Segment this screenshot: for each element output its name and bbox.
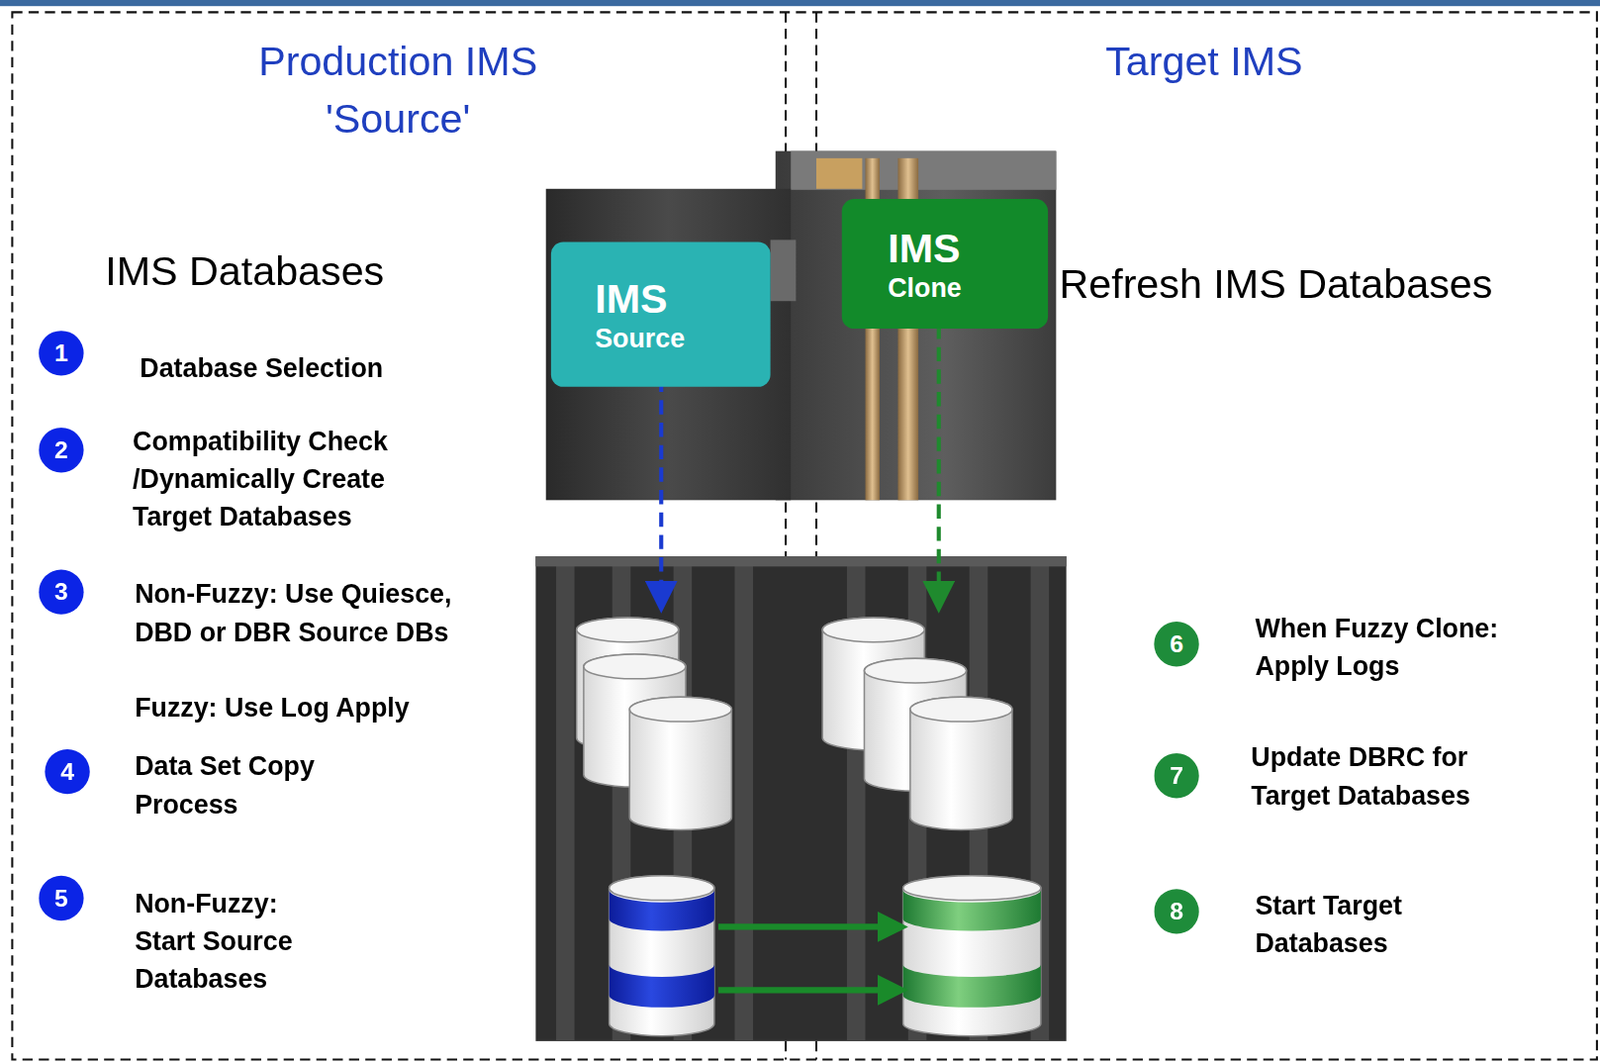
ims-system-box: IMSSource <box>551 241 771 386</box>
step-number-circle: 4 <box>44 749 90 794</box>
callout-number: 4 <box>60 757 75 785</box>
system-role: Clone <box>887 271 961 304</box>
section-heading: IMS Databases <box>104 245 384 297</box>
dashed-frame <box>11 11 1598 1059</box>
top-bar <box>0 0 1600 6</box>
system-role: Source <box>594 321 685 355</box>
step-text: Database Selection <box>139 349 446 387</box>
panel-heading: Production IMS 'Source' <box>193 32 603 148</box>
step-text: Non-Fuzzy: Use Quiesce, DBD or DBR Sourc… <box>134 575 471 652</box>
callout-number: 6 <box>1169 630 1184 658</box>
step-text: Compatibility Check /Dynamically Create … <box>132 422 450 536</box>
callout-number: 5 <box>54 884 69 912</box>
panel-heading: Target IMS <box>1000 32 1410 91</box>
callout-number: 8 <box>1169 898 1184 926</box>
dashed-arrow <box>937 324 942 597</box>
step-text: When Fuzzy Clone: Apply Logs <box>1254 609 1551 685</box>
step-text: Start Target Databases <box>1254 886 1444 962</box>
step-text: Data Set Copy Process <box>134 746 370 824</box>
system-name: IMS <box>887 223 960 271</box>
system-name: IMS <box>594 274 667 321</box>
section-heading: Refresh IMS Databases <box>1058 258 1493 310</box>
step-number-circle: 1 <box>38 330 84 376</box>
step-text: Non-Fuzzy: Start Source Databases <box>134 884 339 998</box>
step-number-circle: 3 <box>38 568 84 614</box>
step-number-circle: 5 <box>38 875 84 921</box>
callout-number: 7 <box>1169 761 1184 789</box>
callout-number: 2 <box>54 436 69 464</box>
step-number-circle: 2 <box>38 427 84 472</box>
dashed-arrow <box>658 377 663 598</box>
callout-number: 1 <box>54 339 69 367</box>
copy-arrow <box>718 986 890 993</box>
step-number-circle: 8 <box>1153 888 1199 934</box>
step-text: Fuzzy: Use Log Apply <box>134 688 482 727</box>
storage-cabinet <box>535 556 1066 1041</box>
step-number-circle: 7 <box>1153 752 1199 798</box>
copy-arrow <box>718 923 890 930</box>
target-dataset-stack <box>903 875 1041 1036</box>
database-cylinders <box>576 617 1013 831</box>
step-number-circle: 6 <box>1153 621 1199 666</box>
source-dataset-stack <box>609 875 715 1036</box>
step-text: Update DBRC for Target Databases <box>1250 739 1521 815</box>
ims-system-box: IMSClone <box>842 198 1048 329</box>
mainframe-cabinet <box>546 151 1057 501</box>
callout-number: 3 <box>54 578 69 606</box>
